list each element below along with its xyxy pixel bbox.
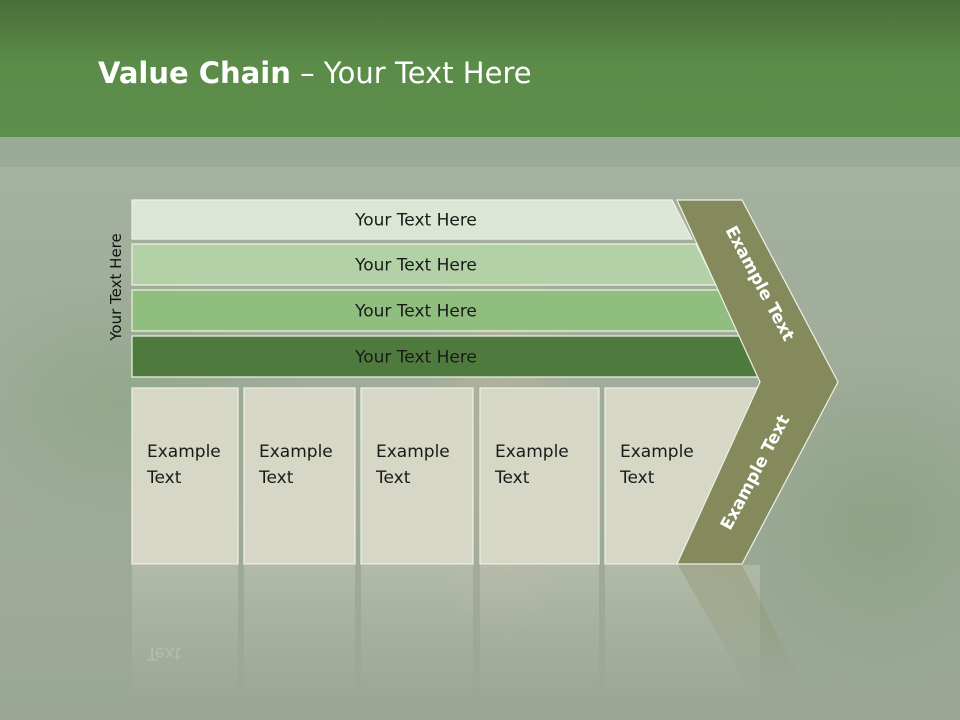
svg-text:Text: Text [146,643,182,663]
box-3 [360,387,474,565]
title-bold: Value Chain [98,56,291,90]
bar-1-label: Your Text Here [354,211,477,231]
bar-1 [131,199,693,240]
box-text-line2: Text [495,468,530,488]
header-band [0,137,960,167]
reflection: Text [132,565,810,700]
box-2 [243,387,356,565]
box-text-line2: Text [147,468,182,488]
box-1 [131,387,239,565]
bar-3-label: Your Text Here [354,302,477,322]
slide-title: Value Chain – Your Text Here [98,56,532,90]
box-4 [479,387,600,565]
box-text-line2: Text [259,468,294,488]
box-text-line1: Example [620,442,694,462]
box-text-line1: Example [495,442,569,462]
chevron-shape [676,199,839,565]
bar-2-label: Your Text Here [354,256,477,276]
bar-4-label: Your Text Here [354,348,477,368]
header-bar [0,0,960,137]
box-text-line2: Text [376,468,411,488]
box-text-line2: Text [620,468,655,488]
box-text-line1: Example [147,442,221,462]
box-text-line1: Example [376,442,450,462]
box-text-line1: Example [259,442,333,462]
title-rest: – Your Text Here [290,56,532,90]
